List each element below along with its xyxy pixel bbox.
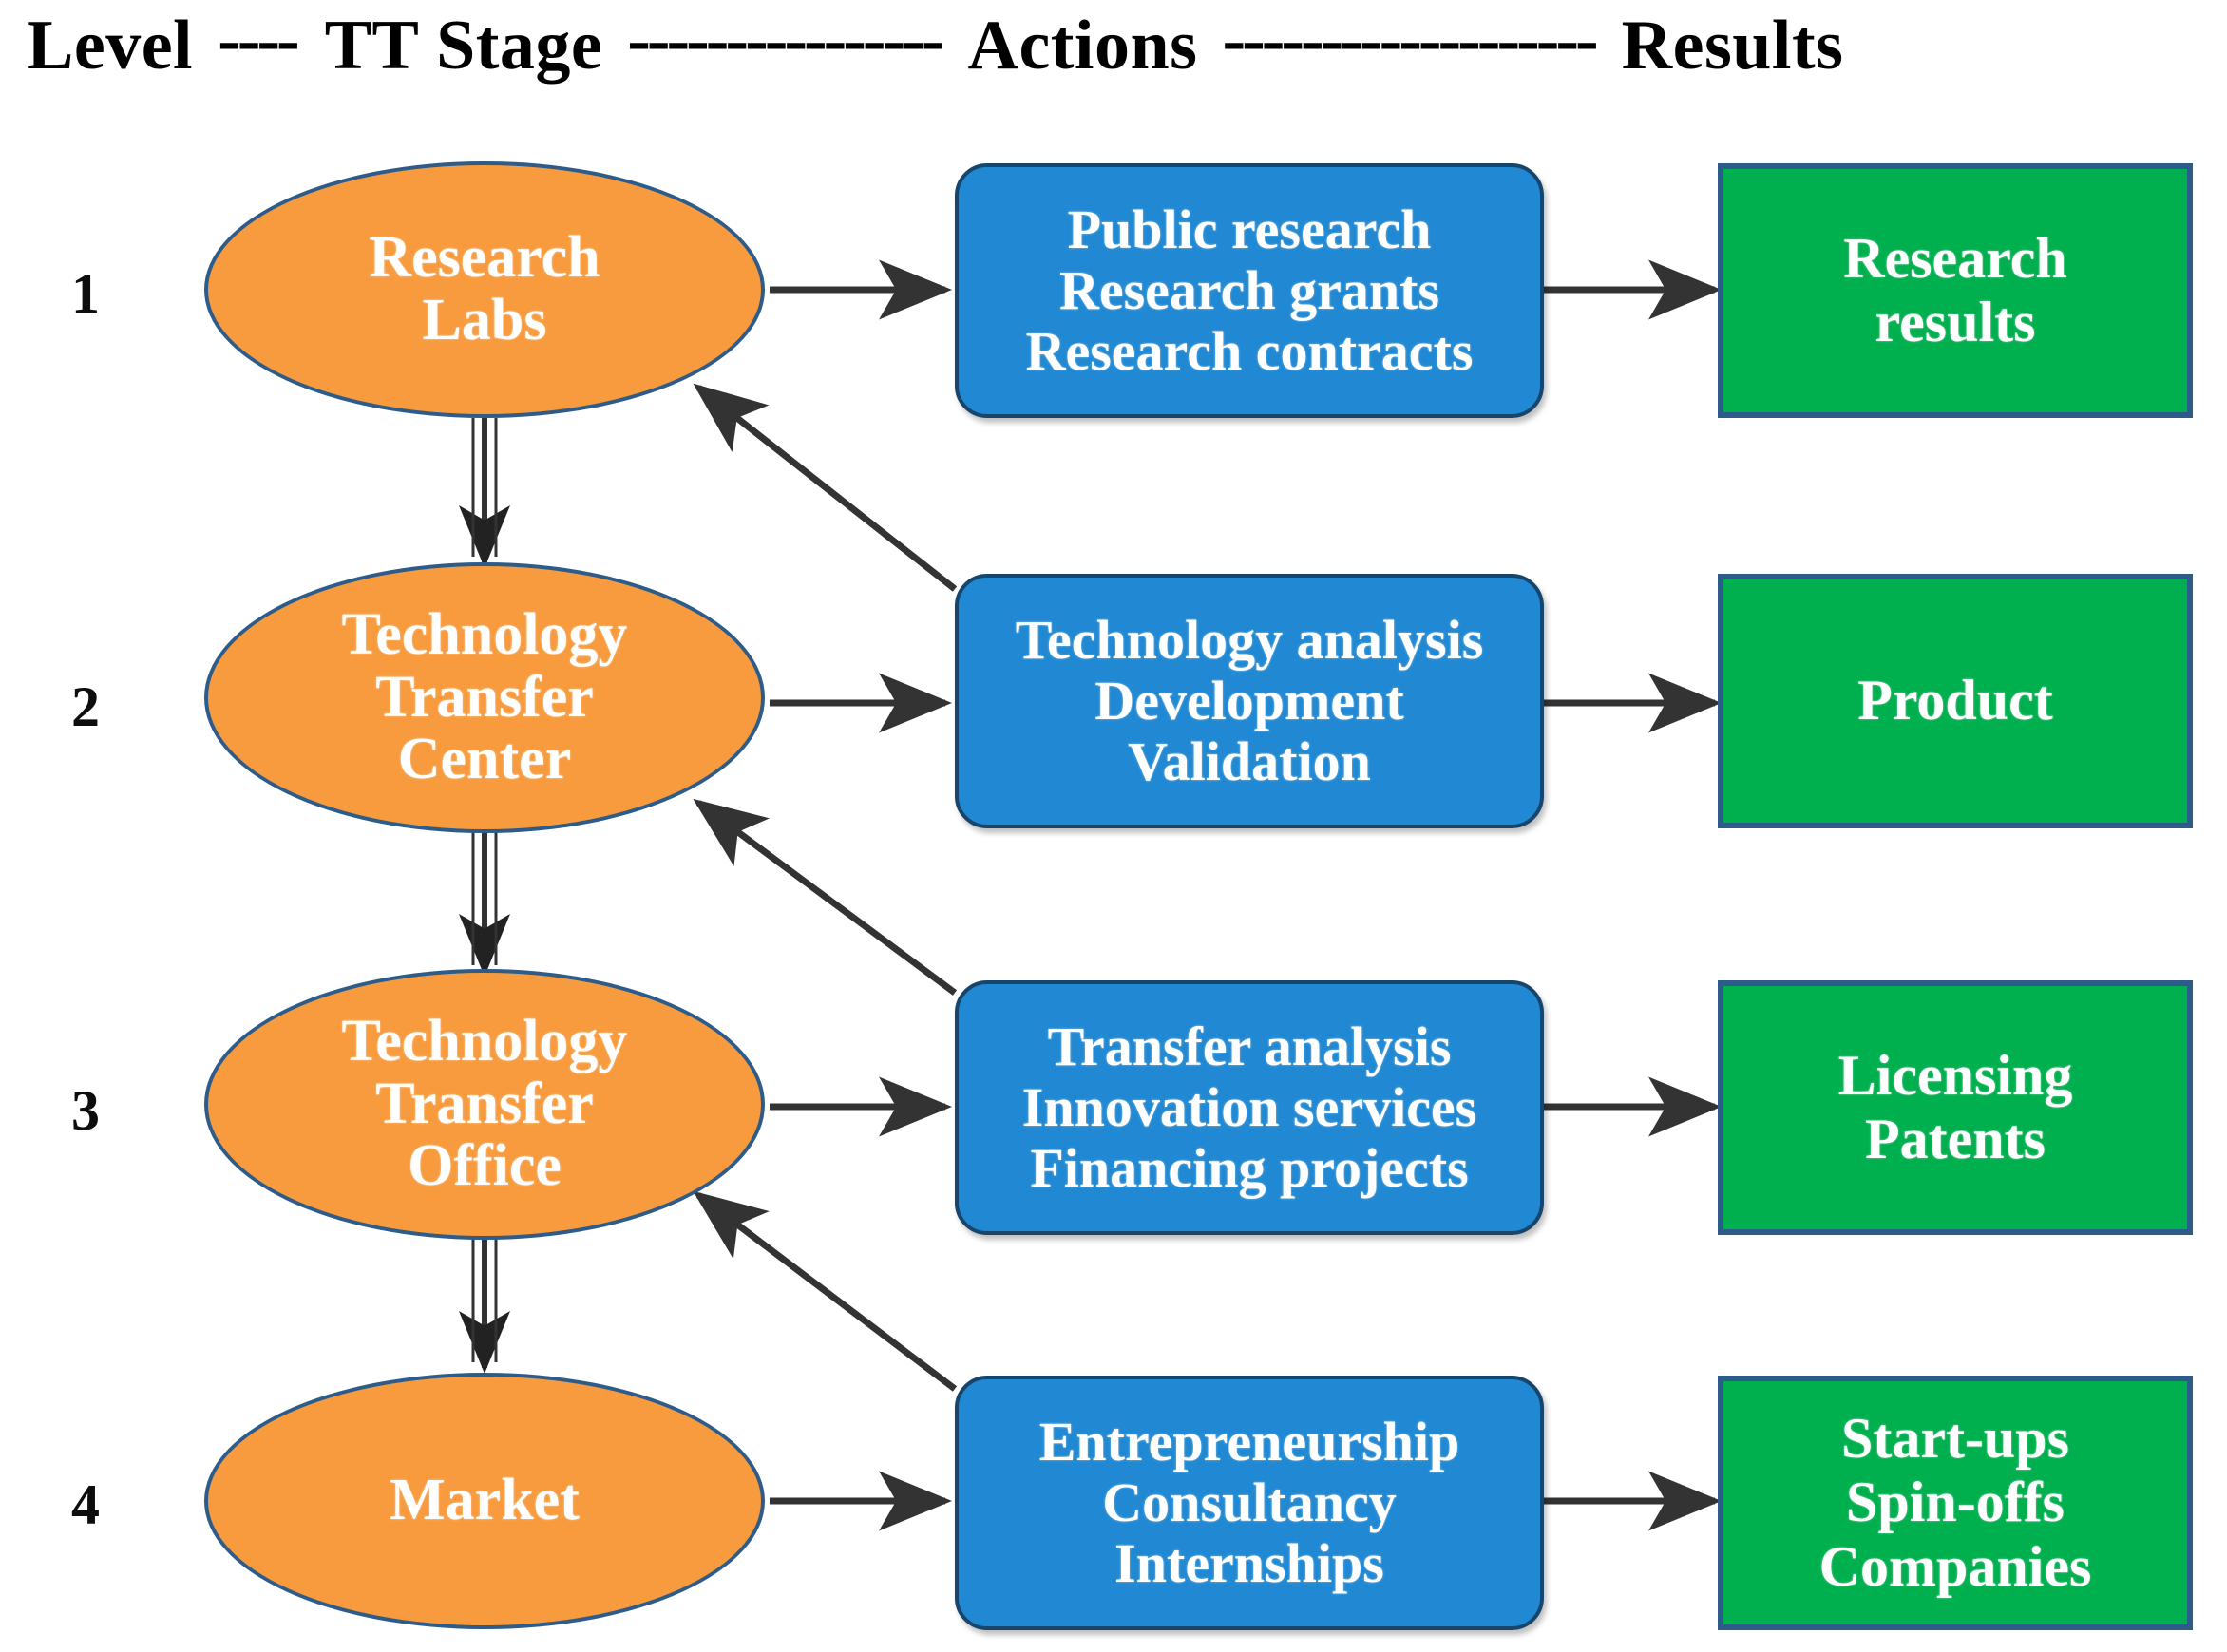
stage-market[interactable]: Market (204, 1373, 765, 1629)
result-label-line: results (1875, 291, 2036, 353)
level-number-1: 1 (71, 262, 100, 325)
stage-technology-transfer-office[interactable]: Technology Transfer Office (204, 969, 765, 1240)
header-dash-2: ---------------- (627, 0, 944, 79)
header-actions-label: Actions (967, 6, 1198, 85)
actions-research[interactable]: Public research Research grants Research… (955, 163, 1544, 418)
stage-label-line: Office (408, 1133, 562, 1199)
result-label-line: Spin-offs (1845, 1471, 2065, 1534)
stage-technology-transfer-center[interactable]: Technology Transfer Center (204, 562, 765, 833)
result-startups[interactable]: Start-ups Spin-offs Companies (1718, 1376, 2193, 1630)
result-label-line: Research (1843, 226, 2067, 290)
level-number-4: 4 (71, 1473, 100, 1536)
diagram-header: Level ---- TT Stage ---------------- Act… (0, 0, 2227, 91)
action-label-line: Research contracts (1025, 319, 1474, 382)
stage-label-line: Market (390, 1468, 580, 1533)
action-label-line: Consultancy (1102, 1472, 1397, 1534)
level-number-3: 3 (71, 1079, 100, 1142)
actions-transfer[interactable]: Transfer analysis Innovation services Fi… (955, 980, 1544, 1235)
stage-label-line: Research (369, 225, 600, 291)
action-label-line: Internships (1114, 1531, 1384, 1594)
result-label-line: Start-ups (1840, 1407, 2070, 1471)
result-product[interactable]: Product (1718, 574, 2193, 828)
stage-label-line: Technology (341, 601, 628, 667)
actions-market[interactable]: Entrepreneurship Consultancy Internships (955, 1376, 1544, 1630)
stage-label-line: Technology (341, 1008, 628, 1073)
stage-label-line: Center (397, 727, 572, 792)
action-label-line: Technology analysis (1015, 609, 1484, 672)
actions-technology[interactable]: Technology analysis Development Validati… (955, 574, 1544, 828)
action-label-line: Validation (1128, 730, 1371, 792)
result-label-line: Companies (1818, 1534, 2092, 1598)
header-dash-3: ------------------- (1222, 0, 1598, 79)
action-label-line: Transfer analysis (1047, 1016, 1452, 1078)
action-label-line: Development (1094, 670, 1404, 732)
header-dash-1: ---- (218, 0, 300, 79)
header-stage-label: TT Stage (324, 6, 603, 85)
result-label-line: Product (1857, 669, 2053, 732)
action-label-line: Public research (1067, 199, 1432, 261)
result-licensing-patents[interactable]: Licensing Patents (1718, 980, 2193, 1235)
result-label-line: Patents (1865, 1108, 2046, 1170)
stage-label-line: Transfer (375, 1071, 594, 1136)
action-label-line: Entrepreneurship (1038, 1411, 1460, 1473)
action-label-line: Financing projects (1030, 1136, 1469, 1199)
result-label-line: Licensing (1837, 1043, 2073, 1107)
header-level-label: Level (27, 6, 194, 85)
stage-label-line: Labs (422, 288, 547, 352)
action-label-line: Research grants (1058, 259, 1440, 322)
stage-label-line: Transfer (375, 664, 594, 730)
stage-research-labs[interactable]: Research Labs (204, 161, 765, 418)
action-label-line: Innovation services (1021, 1076, 1477, 1139)
header-results-label: Results (1621, 6, 1844, 85)
level-number-2: 2 (71, 675, 100, 738)
result-research-results[interactable]: Research results (1718, 163, 2193, 418)
